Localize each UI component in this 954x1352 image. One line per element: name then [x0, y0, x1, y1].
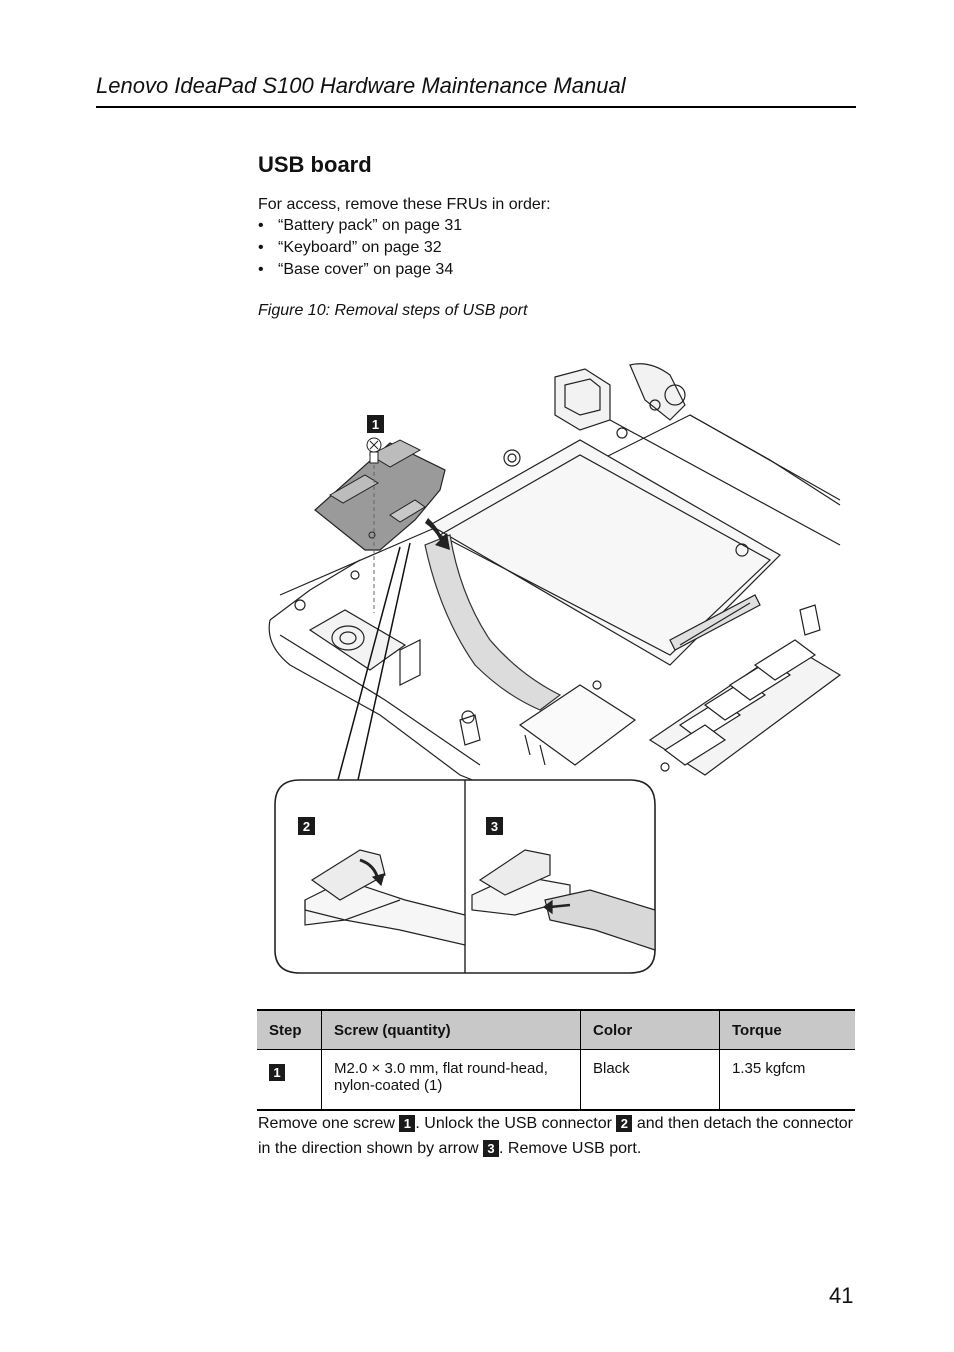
fru-item: •“Keyboard” on page 32: [258, 239, 442, 256]
fru-list: •“Battery pack” on page 31 •“Keyboard” o…: [258, 215, 462, 281]
connector-unlock-detail: [304, 849, 466, 946]
callout-1: 1: [367, 415, 384, 433]
laptop-base-drawing: [268, 363, 842, 796]
svg-text:3: 3: [491, 819, 498, 834]
section-title: USB board: [258, 152, 372, 177]
step-badge: 2: [616, 1115, 633, 1133]
fru-item: •“Battery pack” on page 31: [258, 217, 463, 234]
column-header-torque: Torque: [719, 1009, 855, 1050]
figure-caption: Figure 10: Removal steps of USB port: [258, 302, 528, 319]
page-number: 41: [829, 1283, 854, 1308]
svg-text:1: 1: [372, 417, 379, 432]
fru-link-battery-pack[interactable]: “Battery pack” on page 31: [278, 217, 463, 234]
column-header-screw: Screw (quantity): [321, 1009, 581, 1050]
fru-link-base-cover[interactable]: “Base cover” on page 34: [278, 261, 454, 278]
step-badge: 1: [269, 1063, 285, 1081]
step-cell: 1: [257, 1049, 322, 1111]
svg-text:2: 2: [303, 819, 310, 834]
removal-arrow-icon: [425, 518, 450, 550]
callout-2: 2: [298, 817, 315, 835]
step-badge: 1: [399, 1115, 416, 1133]
screw-cell: M2.0 × 3.0 mm, flat round-head, nylon-co…: [321, 1049, 581, 1111]
detail-leader-lines: [337, 542, 411, 781]
screw-icon: [366, 437, 382, 613]
detail-panel: 2 3: [274, 779, 656, 974]
column-header-step: Step: [257, 1009, 322, 1050]
color-cell: Black: [580, 1049, 720, 1111]
fru-link-keyboard[interactable]: “Keyboard” on page 32: [278, 239, 442, 256]
usb-board: [314, 439, 446, 551]
removal-instructions: Remove one screw 1. Unlock the USB conne…: [258, 1115, 853, 1158]
manual-title: Lenovo IdeaPad S100 Hardware Maintenance…: [96, 73, 626, 98]
usb-removal-illustration: 1 2 3: [268, 363, 842, 974]
callout-3: 3: [486, 817, 503, 835]
step-badge: 3: [483, 1140, 499, 1158]
screw-table: Step Screw (quantity) Color Torque 1 M2.…: [257, 1009, 855, 1111]
page-header: Lenovo IdeaPad S100 Hardware Maintenance…: [96, 72, 856, 108]
access-intro: For access, remove these FRUs in order:: [258, 196, 551, 213]
fru-item: •“Base cover” on page 34: [258, 261, 454, 278]
torque-cell: 1.35 kgfcm: [719, 1049, 855, 1111]
table-header-row: Step Screw (quantity) Color Torque: [257, 1009, 855, 1050]
column-header-color: Color: [580, 1009, 720, 1050]
flat-cable: [424, 534, 562, 711]
table-row: 1 M2.0 × 3.0 mm, flat round-head, nylon-…: [257, 1049, 855, 1111]
cable-detach-detail: [471, 849, 656, 951]
